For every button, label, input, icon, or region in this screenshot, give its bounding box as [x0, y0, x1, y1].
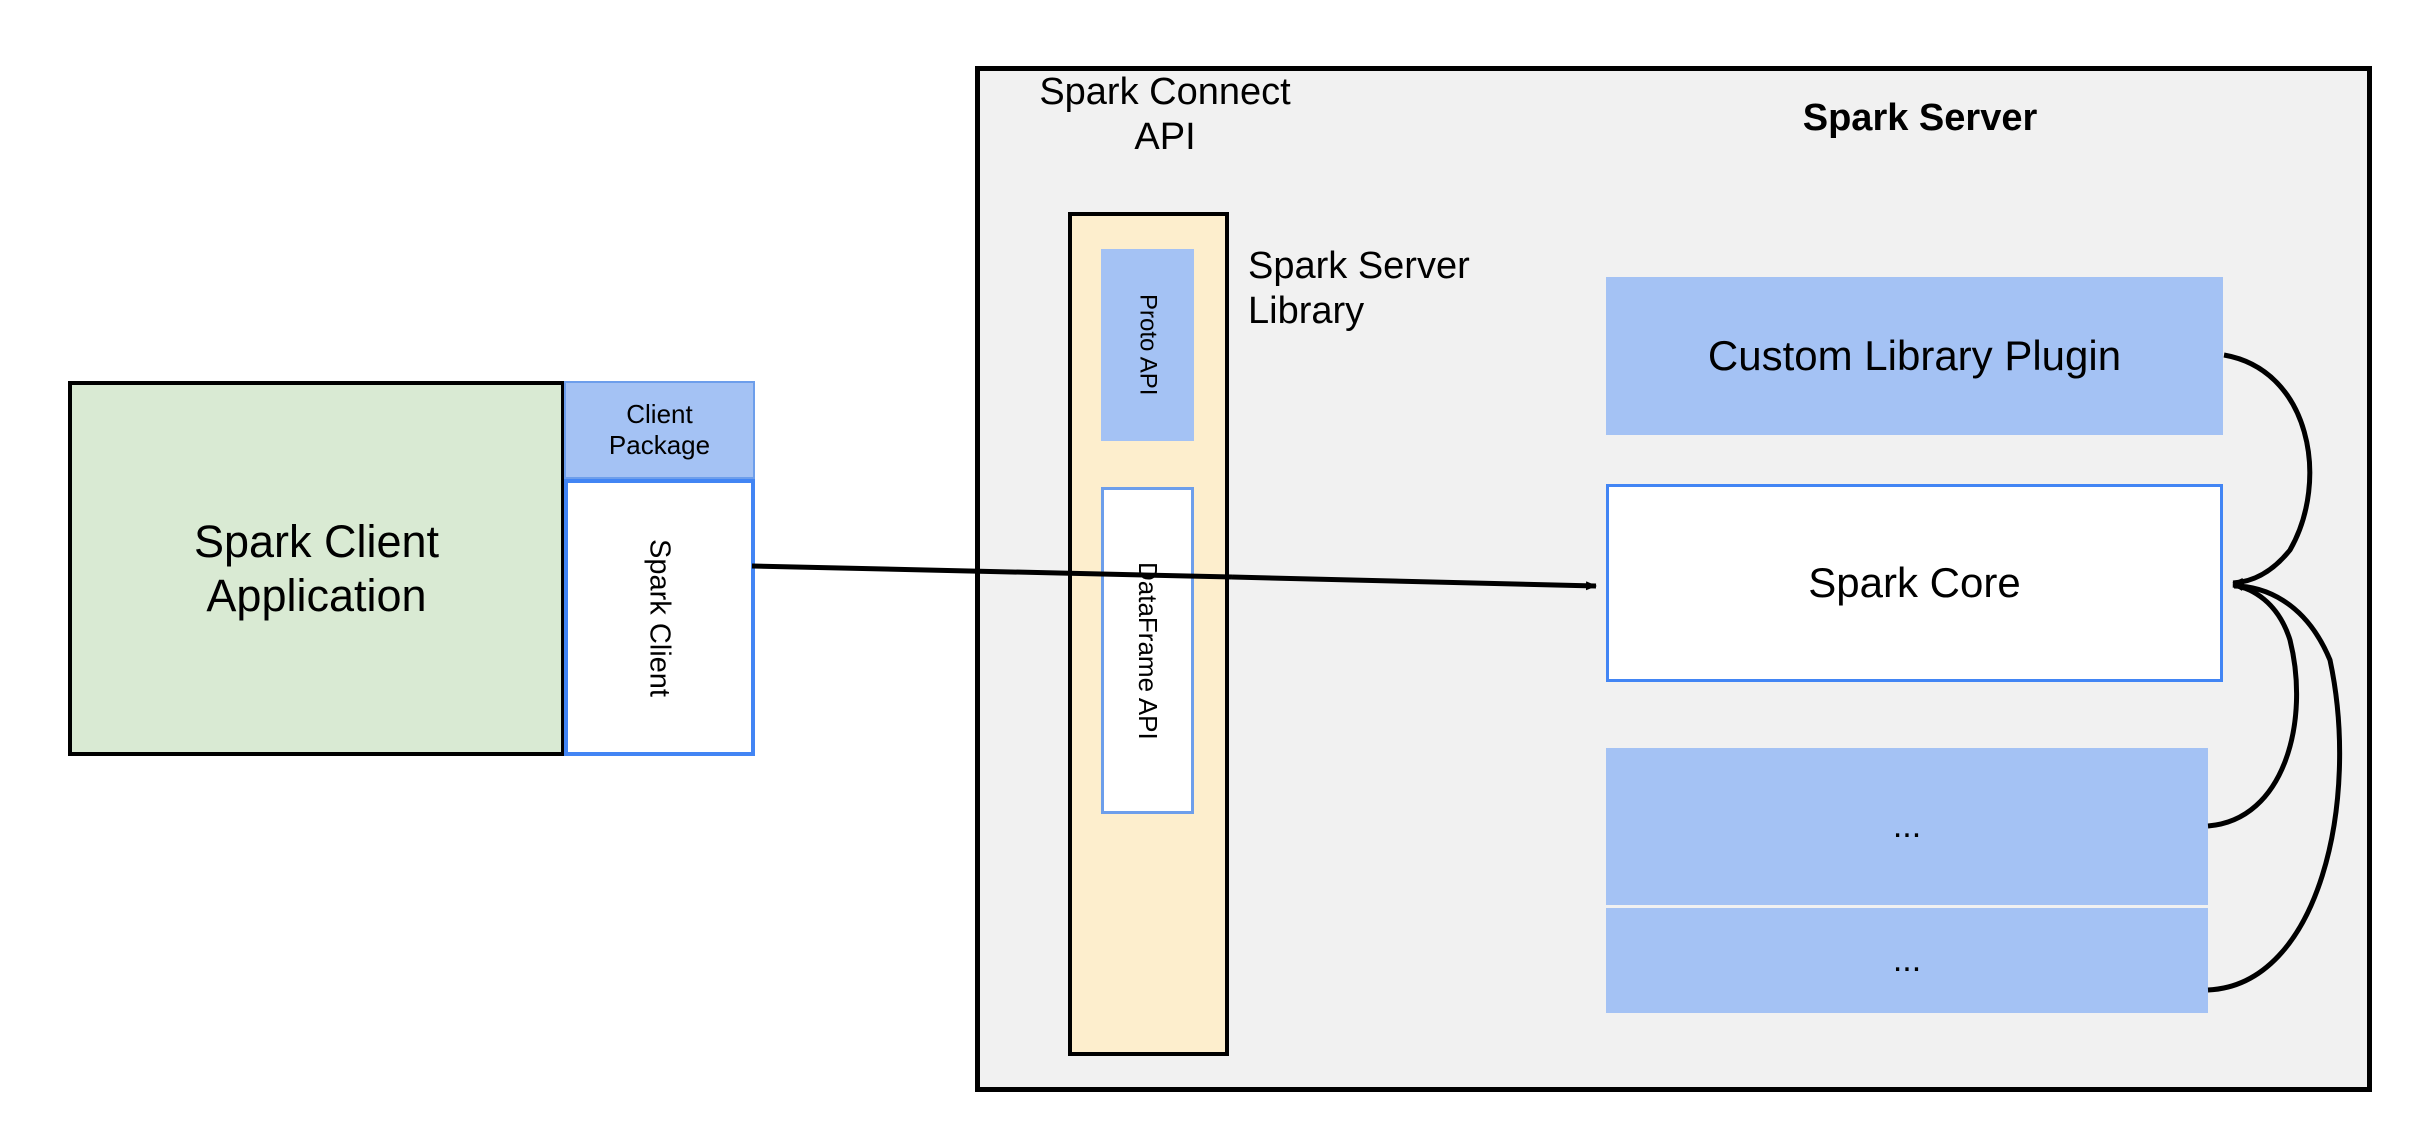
client-package-label: Client Package [608, 399, 711, 460]
spark-client-label: Spark Client [643, 538, 676, 697]
edge-ellipsis2-to-spark-core [2207, 581, 2343, 993]
edge-plugin-to-spark-core [2223, 352, 2313, 587]
server-component-ellipsis-1[interactable]: ... [1606, 748, 2208, 905]
spark-client-application-label: Spark Client Application [193, 516, 440, 621]
proto-api-box[interactable]: Proto API [1101, 249, 1194, 441]
spark-client-application-box[interactable]: Spark Client Application [68, 381, 565, 756]
spark-core-box[interactable]: Spark Core [1606, 484, 2223, 682]
client-package-box[interactable]: Client Package [564, 381, 755, 479]
edge-connect-api-to-spark-core [1231, 574, 1597, 591]
edge-client-to-connect-api [751, 563, 1233, 580]
edge-ellipsis1-to-spark-core [2207, 582, 2300, 829]
spark-core-label: Spark Core [1808, 559, 2021, 607]
ellipsis-label-1: ... [1892, 807, 1922, 846]
spark-client-box[interactable]: Spark Client [564, 479, 755, 756]
spark-connect-api-label: Spark Connect API [1039, 71, 1291, 158]
dataframe-api-label: DataFrame API [1132, 561, 1163, 740]
dataframe-api-box[interactable]: DataFrame API [1101, 487, 1194, 814]
spark-server-title: Spark Server [1802, 96, 2038, 139]
custom-library-plugin-label: Custom Library Plugin [1707, 332, 2122, 380]
spark-server-library-label: Spark Server Library [1248, 245, 1470, 332]
proto-api-label: Proto API [1134, 294, 1162, 396]
ellipsis-label-2: ... [1892, 941, 1922, 980]
custom-library-plugin-box[interactable]: Custom Library Plugin [1606, 277, 2223, 435]
server-component-ellipsis-2[interactable]: ... [1606, 908, 2208, 1013]
